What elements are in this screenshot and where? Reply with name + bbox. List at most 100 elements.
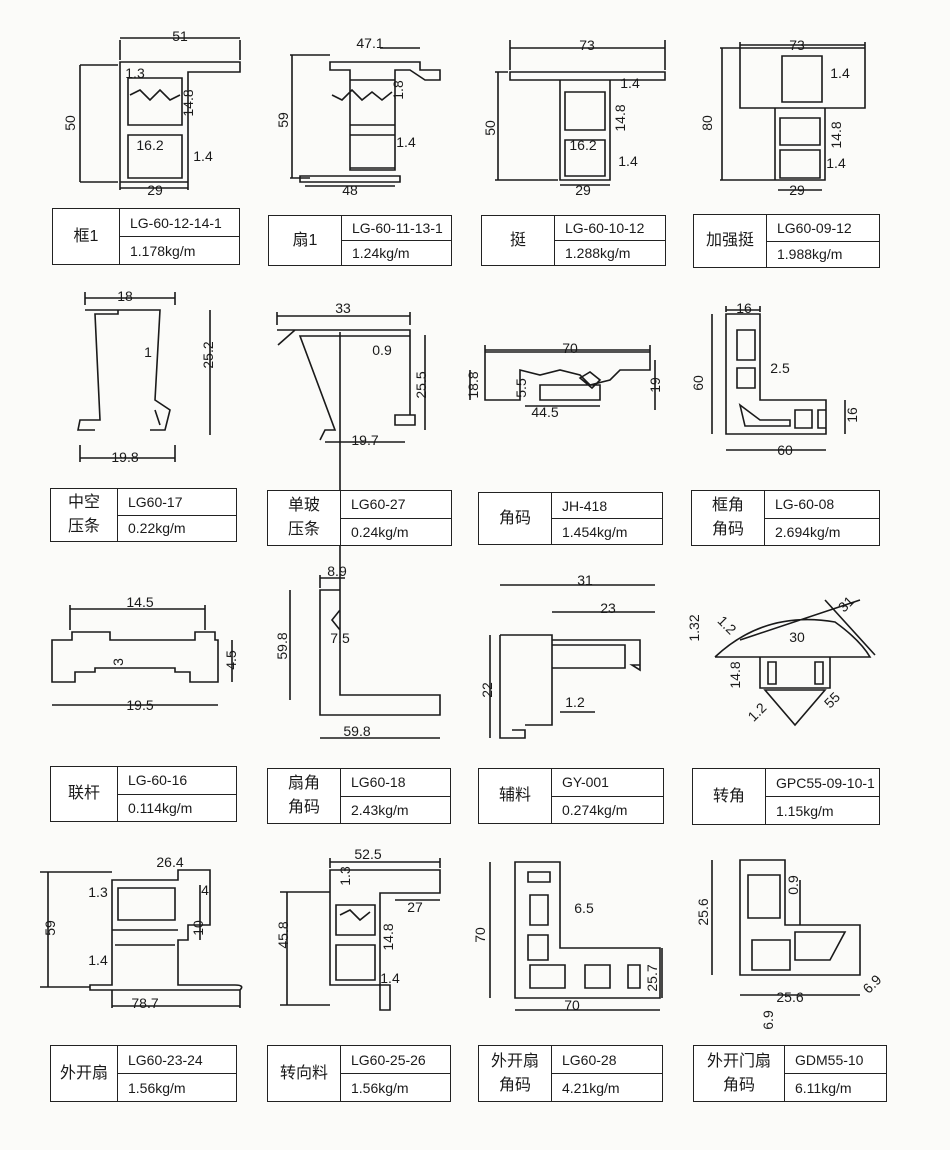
profile-name-line: 压条: [67, 518, 100, 535]
dimension-label: 1.4: [618, 153, 638, 169]
profile-name: 挺: [482, 216, 555, 265]
dimension-label: 6.9: [760, 1010, 776, 1030]
profile-code: LG-60-08: [765, 491, 879, 519]
profile-name: 加强挺: [694, 215, 767, 267]
profile-name-line: 联杆: [67, 785, 100, 802]
dimension-label: 1.4: [620, 75, 640, 91]
dimension-label: 59.8: [343, 723, 371, 739]
dimension-label: 1.3: [125, 65, 145, 81]
profile-name: 单玻压条: [268, 491, 341, 545]
dimension-label: 59: [275, 112, 291, 128]
dimension-label: 19.5: [126, 697, 154, 713]
dimension-label: 25.6: [695, 898, 711, 926]
dimension-label: 16.2: [569, 137, 597, 153]
dimension-label: 48: [342, 182, 358, 198]
spec-table: 挺 LG-60-10-12 1.288kg/m: [481, 215, 666, 266]
dimension-label: 16.2: [136, 137, 164, 153]
profile-code: GY-001: [552, 769, 663, 797]
profile-code: LG60-18: [341, 769, 450, 797]
profile-name: 角码: [479, 493, 552, 544]
dimension-label: 1.4: [830, 65, 850, 81]
profile-section-drawing: [77, 292, 211, 462]
profile-name-line: 角码: [498, 1076, 531, 1094]
profile-code: LG60-28: [552, 1046, 662, 1074]
dimension-label: 1.8: [390, 80, 406, 100]
dimension-label: 1.4: [88, 952, 108, 968]
dimension-label: 50: [62, 115, 78, 131]
profile-code: GDM55-10: [785, 1046, 886, 1074]
profile-code: LG60-17: [118, 489, 236, 516]
dimension-label: 26.4: [156, 854, 184, 870]
profile-name-line: 框角: [711, 497, 744, 514]
profile-weight: 1.56kg/m: [351, 1079, 409, 1096]
dimension-label: 1: [144, 344, 152, 360]
dimension-label: 73: [579, 37, 595, 53]
profile-section-drawing: [51, 605, 233, 706]
profile-name-line: 挺: [509, 231, 526, 249]
dimension-label: 70: [562, 340, 578, 356]
profile-weight: 1.454kg/m: [562, 523, 628, 540]
dimension-label: 52.5: [354, 846, 382, 862]
profile-weight: 1.288kg/m: [565, 245, 631, 261]
dimension-label: 1.2: [565, 694, 585, 710]
profile-name-line: 辅料: [498, 787, 531, 804]
profile-section-drawing: [720, 42, 866, 191]
profile-name: 框角角码: [692, 491, 765, 545]
dimension-label: 14.8: [380, 923, 396, 951]
dimension-label: 2.5: [770, 360, 790, 376]
profile-name: 外开扇角码: [479, 1046, 552, 1101]
profile-weight: 2.43kg/m: [351, 801, 409, 818]
dimension-label: 18: [117, 288, 133, 304]
dimension-label: 31: [577, 572, 593, 588]
dimension-label: 25.2: [200, 341, 216, 369]
profile-section-drawing: [714, 599, 876, 727]
profile-code: LG60-23-24: [118, 1046, 236, 1074]
profile-section-drawing: [711, 859, 861, 996]
spec-values: LG60-25-26 1.56kg/m: [341, 1046, 450, 1101]
profile-name-line: 角码: [287, 799, 320, 816]
dimension-label: 33: [335, 300, 351, 316]
profile-name: 联杆: [51, 767, 118, 821]
dimension-label: 23: [600, 600, 616, 616]
profile-weight: 1.15kg/m: [776, 802, 834, 819]
dimension-label: 19: [647, 377, 663, 393]
profile-name-line: 扇角: [287, 775, 320, 792]
profile-section-drawing: [289, 332, 441, 739]
dimension-label: 44.5: [531, 404, 559, 420]
profile-name-line: 角码: [498, 509, 531, 527]
dimension-label: 6.5: [574, 900, 594, 916]
dimension-label: 7.5: [330, 630, 350, 646]
profile-name-line: 外开门扇: [706, 1052, 771, 1070]
profile-code: LG-60-10-12: [555, 216, 665, 241]
profile-name: 外开扇: [51, 1046, 118, 1101]
dimension-label: 25.6: [776, 989, 804, 1005]
dimension-label: 16: [736, 300, 752, 316]
dimension-label: 80: [699, 115, 715, 131]
profile-weight: 1.56kg/m: [128, 1079, 186, 1096]
dimension-label: 3: [110, 658, 126, 666]
dimension-label: 73: [789, 37, 805, 53]
profile-name-line: 转角: [712, 787, 745, 805]
profile-code: LG60-25-26: [341, 1046, 450, 1074]
profile-weight: 0.24kg/m: [351, 523, 409, 540]
dimension-label: 70: [472, 927, 488, 943]
profile-name-line: 外开扇: [59, 1064, 108, 1082]
dimension-label: 1.32: [686, 614, 702, 642]
profile-name-line: 中空: [67, 494, 100, 511]
profile-name-line: 角码: [711, 521, 744, 538]
profile-name: 扇1: [269, 216, 342, 265]
dimension-label: 29: [575, 182, 591, 198]
profile-weight: 0.114kg/m: [128, 799, 193, 816]
